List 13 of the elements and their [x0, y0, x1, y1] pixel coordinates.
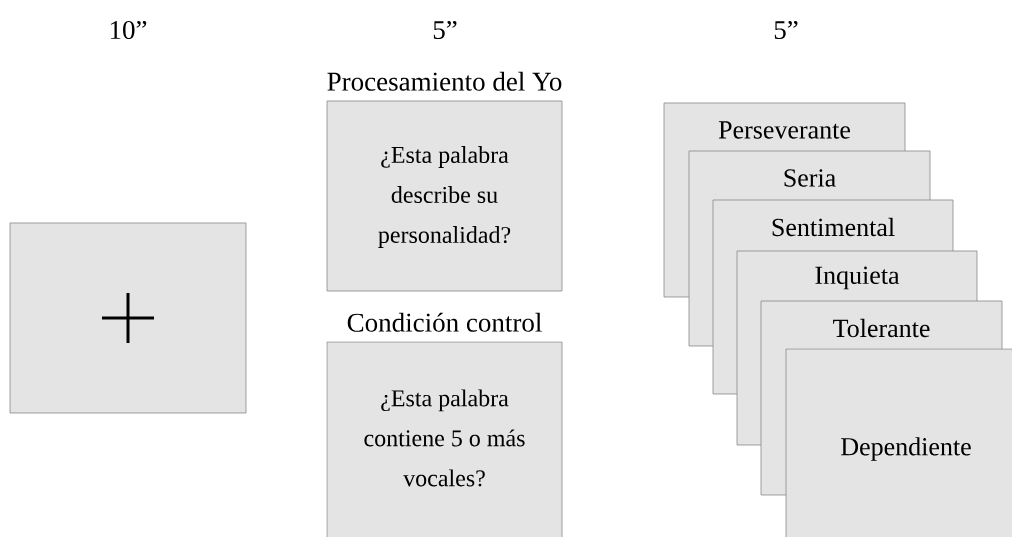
- condition-heading: Procesamiento del Yo: [327, 71, 562, 91]
- duration-label: 5”: [774, 20, 798, 40]
- question-card: ¿Esta palabra contiene 5 o más vocales?: [326, 341, 563, 537]
- condition-heading: Condición control: [347, 312, 542, 332]
- card-word: Inquieta: [815, 266, 900, 290]
- question-card: ¿Esta palabra describe su personalidad?: [326, 100, 563, 292]
- card-word: Seria: [784, 169, 836, 187]
- card-word: Perseverante: [718, 121, 850, 139]
- duration-label: 10”: [110, 20, 147, 40]
- duration-label: 5”: [433, 20, 457, 40]
- card-word: Sentimental: [772, 217, 895, 237]
- card-word: Tolerante: [833, 318, 930, 338]
- word-card: Dependiente: [785, 348, 1012, 537]
